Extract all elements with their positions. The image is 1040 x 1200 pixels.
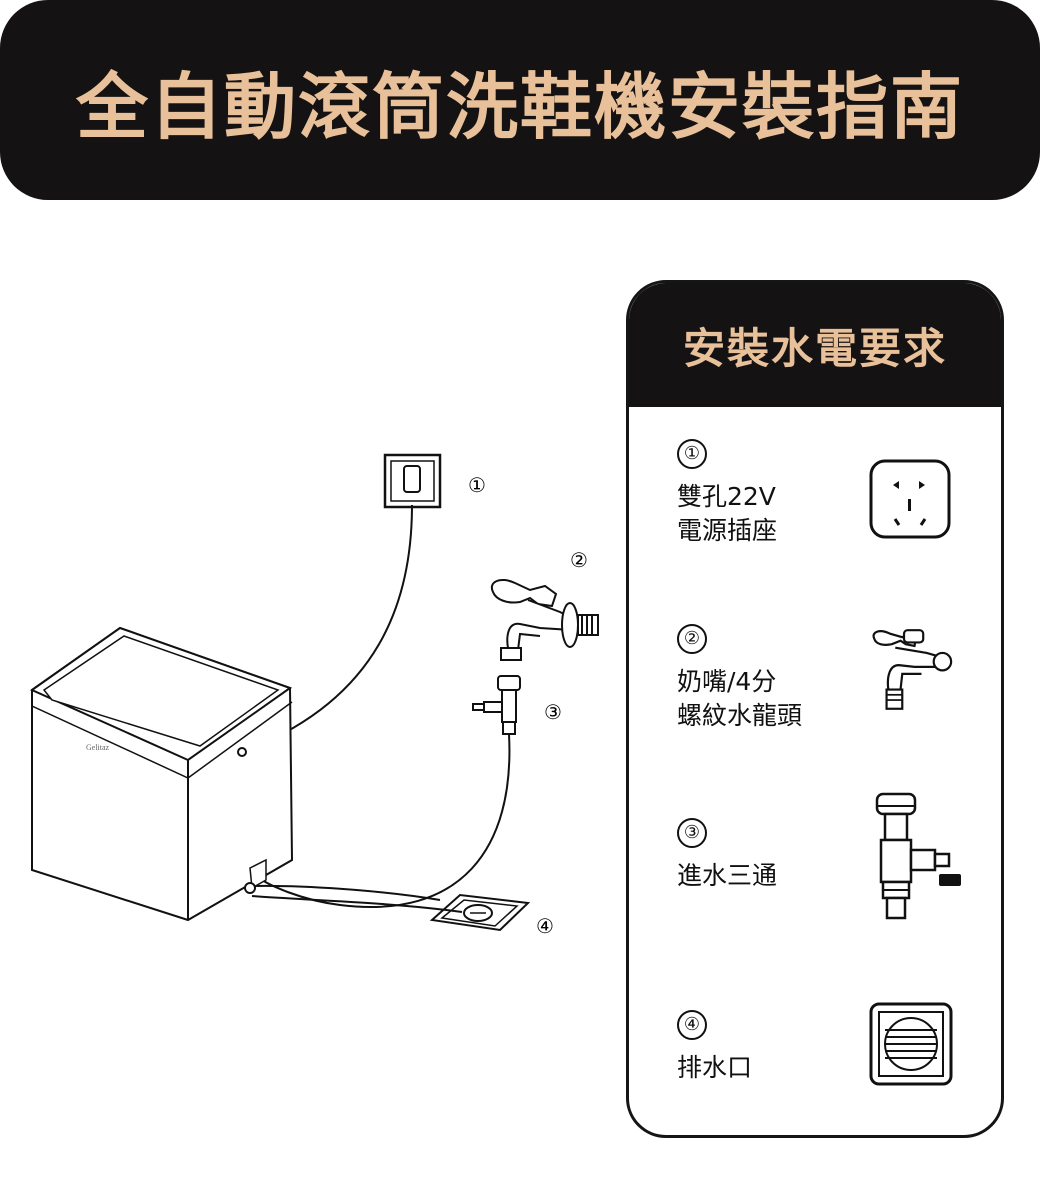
item-label: 排水口 — [677, 1053, 753, 1082]
requirement-power: ① 雙孔22V 電源插座 — [629, 439, 1001, 589]
item-number: ③ — [677, 818, 707, 848]
requirement-drain: ④ 排水口 — [629, 1002, 1001, 1135]
requirement-faucet: ② 奶嘴/4分 螺紋水龍頭 — [629, 624, 1001, 774]
callout-4: ④ — [536, 914, 554, 938]
installation-diagram: Gelitaz ① ② ③ ④ — [29, 453, 599, 938]
item-sublabel: 螺紋水龍頭 — [677, 701, 803, 730]
wall-faucet — [490, 579, 599, 661]
water-faucet-icon — [872, 629, 953, 710]
shoe-washer — [29, 626, 294, 922]
item-number: ① — [677, 439, 707, 469]
callout-3: ③ — [544, 700, 562, 724]
requirement-tee: ③ 進水三通 — [629, 792, 1001, 968]
power-outlet-icon — [869, 459, 951, 539]
item-label: 進水三通 — [677, 861, 778, 890]
panel-title: 安裝水電要求 — [682, 323, 947, 373]
callout-1: ① — [468, 473, 486, 497]
brand-label: Gelitaz — [86, 743, 110, 752]
item-sublabel: 電源插座 — [677, 516, 778, 545]
item-label: 奶嘴/4分 — [677, 667, 777, 696]
wall-socket — [383, 453, 442, 509]
tee-valve — [472, 675, 521, 735]
tee-valve-icon — [875, 792, 961, 920]
floor-drain — [429, 893, 531, 932]
item-number: ② — [677, 624, 707, 654]
panel-header — [629, 283, 1001, 407]
callout-2: ② — [570, 548, 588, 572]
drain-hose — [251, 884, 441, 901]
page-title: 全自動滾筒洗鞋機安裝指南 — [75, 64, 964, 149]
item-number: ④ — [677, 1010, 707, 1040]
requirements-panel: 安裝水電要求 ① 雙孔22V 電源插座 ② 奶嘴/4分 螺紋水龍頭 — [626, 280, 1004, 1138]
title-banner — [0, 0, 1040, 200]
floor-drain-icon — [869, 1002, 953, 1086]
inlet-hose — [261, 733, 511, 908]
item-label: 雙孔22V — [677, 482, 776, 511]
